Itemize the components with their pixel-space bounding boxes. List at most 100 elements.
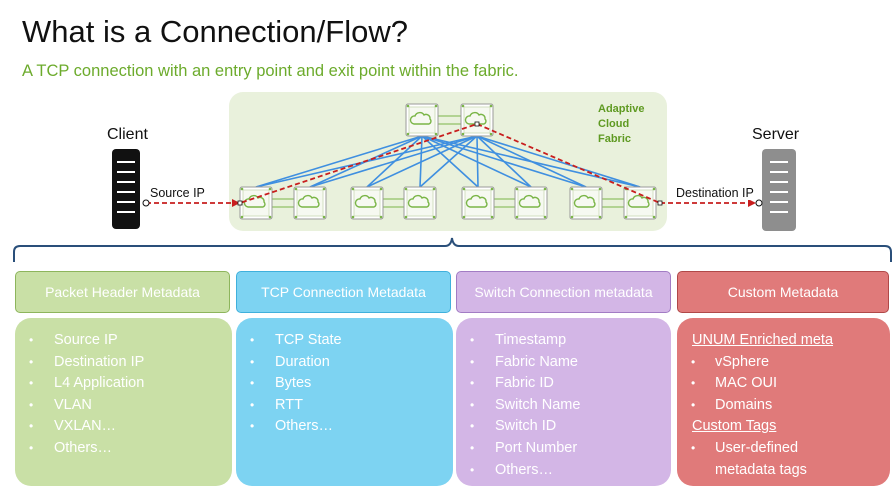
switch-port-dot bbox=[379, 187, 383, 191]
switch-port-dot bbox=[351, 215, 355, 219]
leaf-link-group bbox=[272, 115, 624, 208]
uplink-line bbox=[255, 135, 423, 188]
cloud-switch-icon bbox=[518, 194, 541, 208]
spine-point-marker bbox=[474, 121, 480, 127]
uplink-line bbox=[421, 135, 479, 188]
switch-port-dot bbox=[351, 187, 355, 191]
list-item: Timestamp bbox=[456, 330, 671, 352]
cloud-switch-icon bbox=[354, 194, 377, 208]
switch-port-dot bbox=[515, 215, 519, 219]
switch-port-dot bbox=[570, 215, 574, 219]
uplink-line bbox=[366, 135, 478, 188]
switch-port-dot bbox=[434, 132, 438, 136]
spine-switch bbox=[460, 103, 494, 137]
exit-point-marker bbox=[657, 200, 663, 206]
entry-point-marker bbox=[237, 200, 243, 206]
cloud-switch-icon bbox=[465, 194, 488, 208]
list-item: User-defined metadata tags bbox=[677, 438, 890, 481]
leaf-switch bbox=[569, 186, 603, 220]
list-heading: UNUM Enriched meta bbox=[692, 332, 834, 348]
switch-port-dot bbox=[322, 187, 326, 191]
switch-port-dot bbox=[462, 187, 466, 191]
switch-port-dot bbox=[240, 187, 244, 191]
uplink-line bbox=[419, 135, 478, 188]
switch-face bbox=[464, 189, 492, 217]
metadata-bracket bbox=[13, 237, 892, 262]
switch-port-dot bbox=[406, 132, 410, 136]
switch-port-dot bbox=[322, 215, 326, 219]
switch-port-dot bbox=[268, 187, 272, 191]
fabric-label-line: Fabric bbox=[598, 133, 632, 145]
switch-port-dot bbox=[404, 187, 408, 191]
uplink-line bbox=[476, 135, 479, 188]
cloud-switch-icon bbox=[297, 194, 320, 208]
switch-port-dot bbox=[543, 215, 547, 219]
switch-port-dot bbox=[515, 187, 519, 191]
page-subtitle: A TCP connection with an entry point and… bbox=[22, 62, 519, 80]
list-item: vSphere bbox=[677, 352, 890, 374]
tcp-connection-list: TCP StateDurationBytesRTTOthers… bbox=[236, 318, 453, 486]
switch-port-dot bbox=[598, 187, 602, 191]
fabric-label-line: Adaptive bbox=[598, 103, 645, 115]
switch-port-dot bbox=[294, 215, 298, 219]
switch-port-dot bbox=[652, 215, 656, 219]
leaf-switch bbox=[403, 186, 437, 220]
client-server-icon bbox=[112, 149, 140, 229]
list-item: VLAN bbox=[15, 395, 232, 417]
list-item: TCP State bbox=[236, 330, 453, 352]
source-endpoint bbox=[142, 199, 150, 207]
list-item: Others… bbox=[456, 460, 671, 482]
switch-port-dot bbox=[489, 104, 493, 108]
leaf-switch bbox=[514, 186, 548, 220]
switch-port-dot bbox=[432, 187, 436, 191]
list-item: Fabric Name bbox=[456, 352, 671, 374]
uplink-line bbox=[476, 135, 587, 188]
list-item: VXLAN… bbox=[15, 416, 232, 438]
switch-port-dot bbox=[490, 187, 494, 191]
switch-port-dot bbox=[294, 187, 298, 191]
list-item: Fabric ID bbox=[456, 373, 671, 395]
flow-arrow-head bbox=[232, 199, 240, 207]
destination-endpoint bbox=[755, 199, 763, 207]
client-label: Client bbox=[107, 126, 148, 143]
list-item: RTT bbox=[236, 395, 453, 417]
list-item: Source IP bbox=[15, 330, 232, 352]
switch-port-dot bbox=[434, 104, 438, 108]
switch-port-dot bbox=[379, 215, 383, 219]
list-item: Destination IP bbox=[15, 352, 232, 374]
flow-arrow-head bbox=[748, 199, 756, 207]
switch-port-dot bbox=[570, 187, 574, 191]
uplink-group bbox=[255, 135, 641, 188]
cloud-switch-icon bbox=[407, 194, 430, 208]
custom-metadata-list: UNUM Enriched metavSphereMAC OUIDomainsC… bbox=[677, 318, 890, 486]
uplink-line bbox=[476, 135, 532, 188]
list-item: L4 Application bbox=[15, 373, 232, 395]
list-item: Bytes bbox=[236, 373, 453, 395]
switch-port-dot bbox=[406, 104, 410, 108]
destination-ip-label: Destination IP bbox=[675, 186, 755, 200]
packet-header-title: Packet Header Metadata bbox=[15, 271, 230, 313]
list-item: Duration bbox=[236, 352, 453, 374]
source-ip-label: Source IP bbox=[149, 186, 206, 200]
list-item: Others… bbox=[236, 416, 453, 438]
switch-port-dot bbox=[624, 215, 628, 219]
switch-connection-list: TimestampFabric NameFabric IDSwitch Name… bbox=[456, 318, 671, 486]
switch-port-dot bbox=[652, 187, 656, 191]
switch-group bbox=[239, 103, 657, 220]
list-item: Port Number bbox=[456, 438, 671, 460]
custom-metadata-title: Custom Metadata bbox=[677, 271, 889, 313]
switch-port-dot bbox=[461, 104, 465, 108]
leaf-switch bbox=[239, 186, 273, 220]
cloud-switch-icon bbox=[573, 194, 596, 208]
switch-port-dot bbox=[489, 132, 493, 136]
leaf-switch bbox=[350, 186, 384, 220]
spine-switch bbox=[405, 103, 439, 137]
flow-path-line bbox=[146, 123, 661, 204]
switch-port-dot bbox=[543, 187, 547, 191]
list-item: Others… bbox=[15, 438, 232, 460]
switch-port-dot bbox=[404, 215, 408, 219]
flow-path-group bbox=[142, 121, 763, 207]
list-item: Domains bbox=[677, 395, 890, 417]
